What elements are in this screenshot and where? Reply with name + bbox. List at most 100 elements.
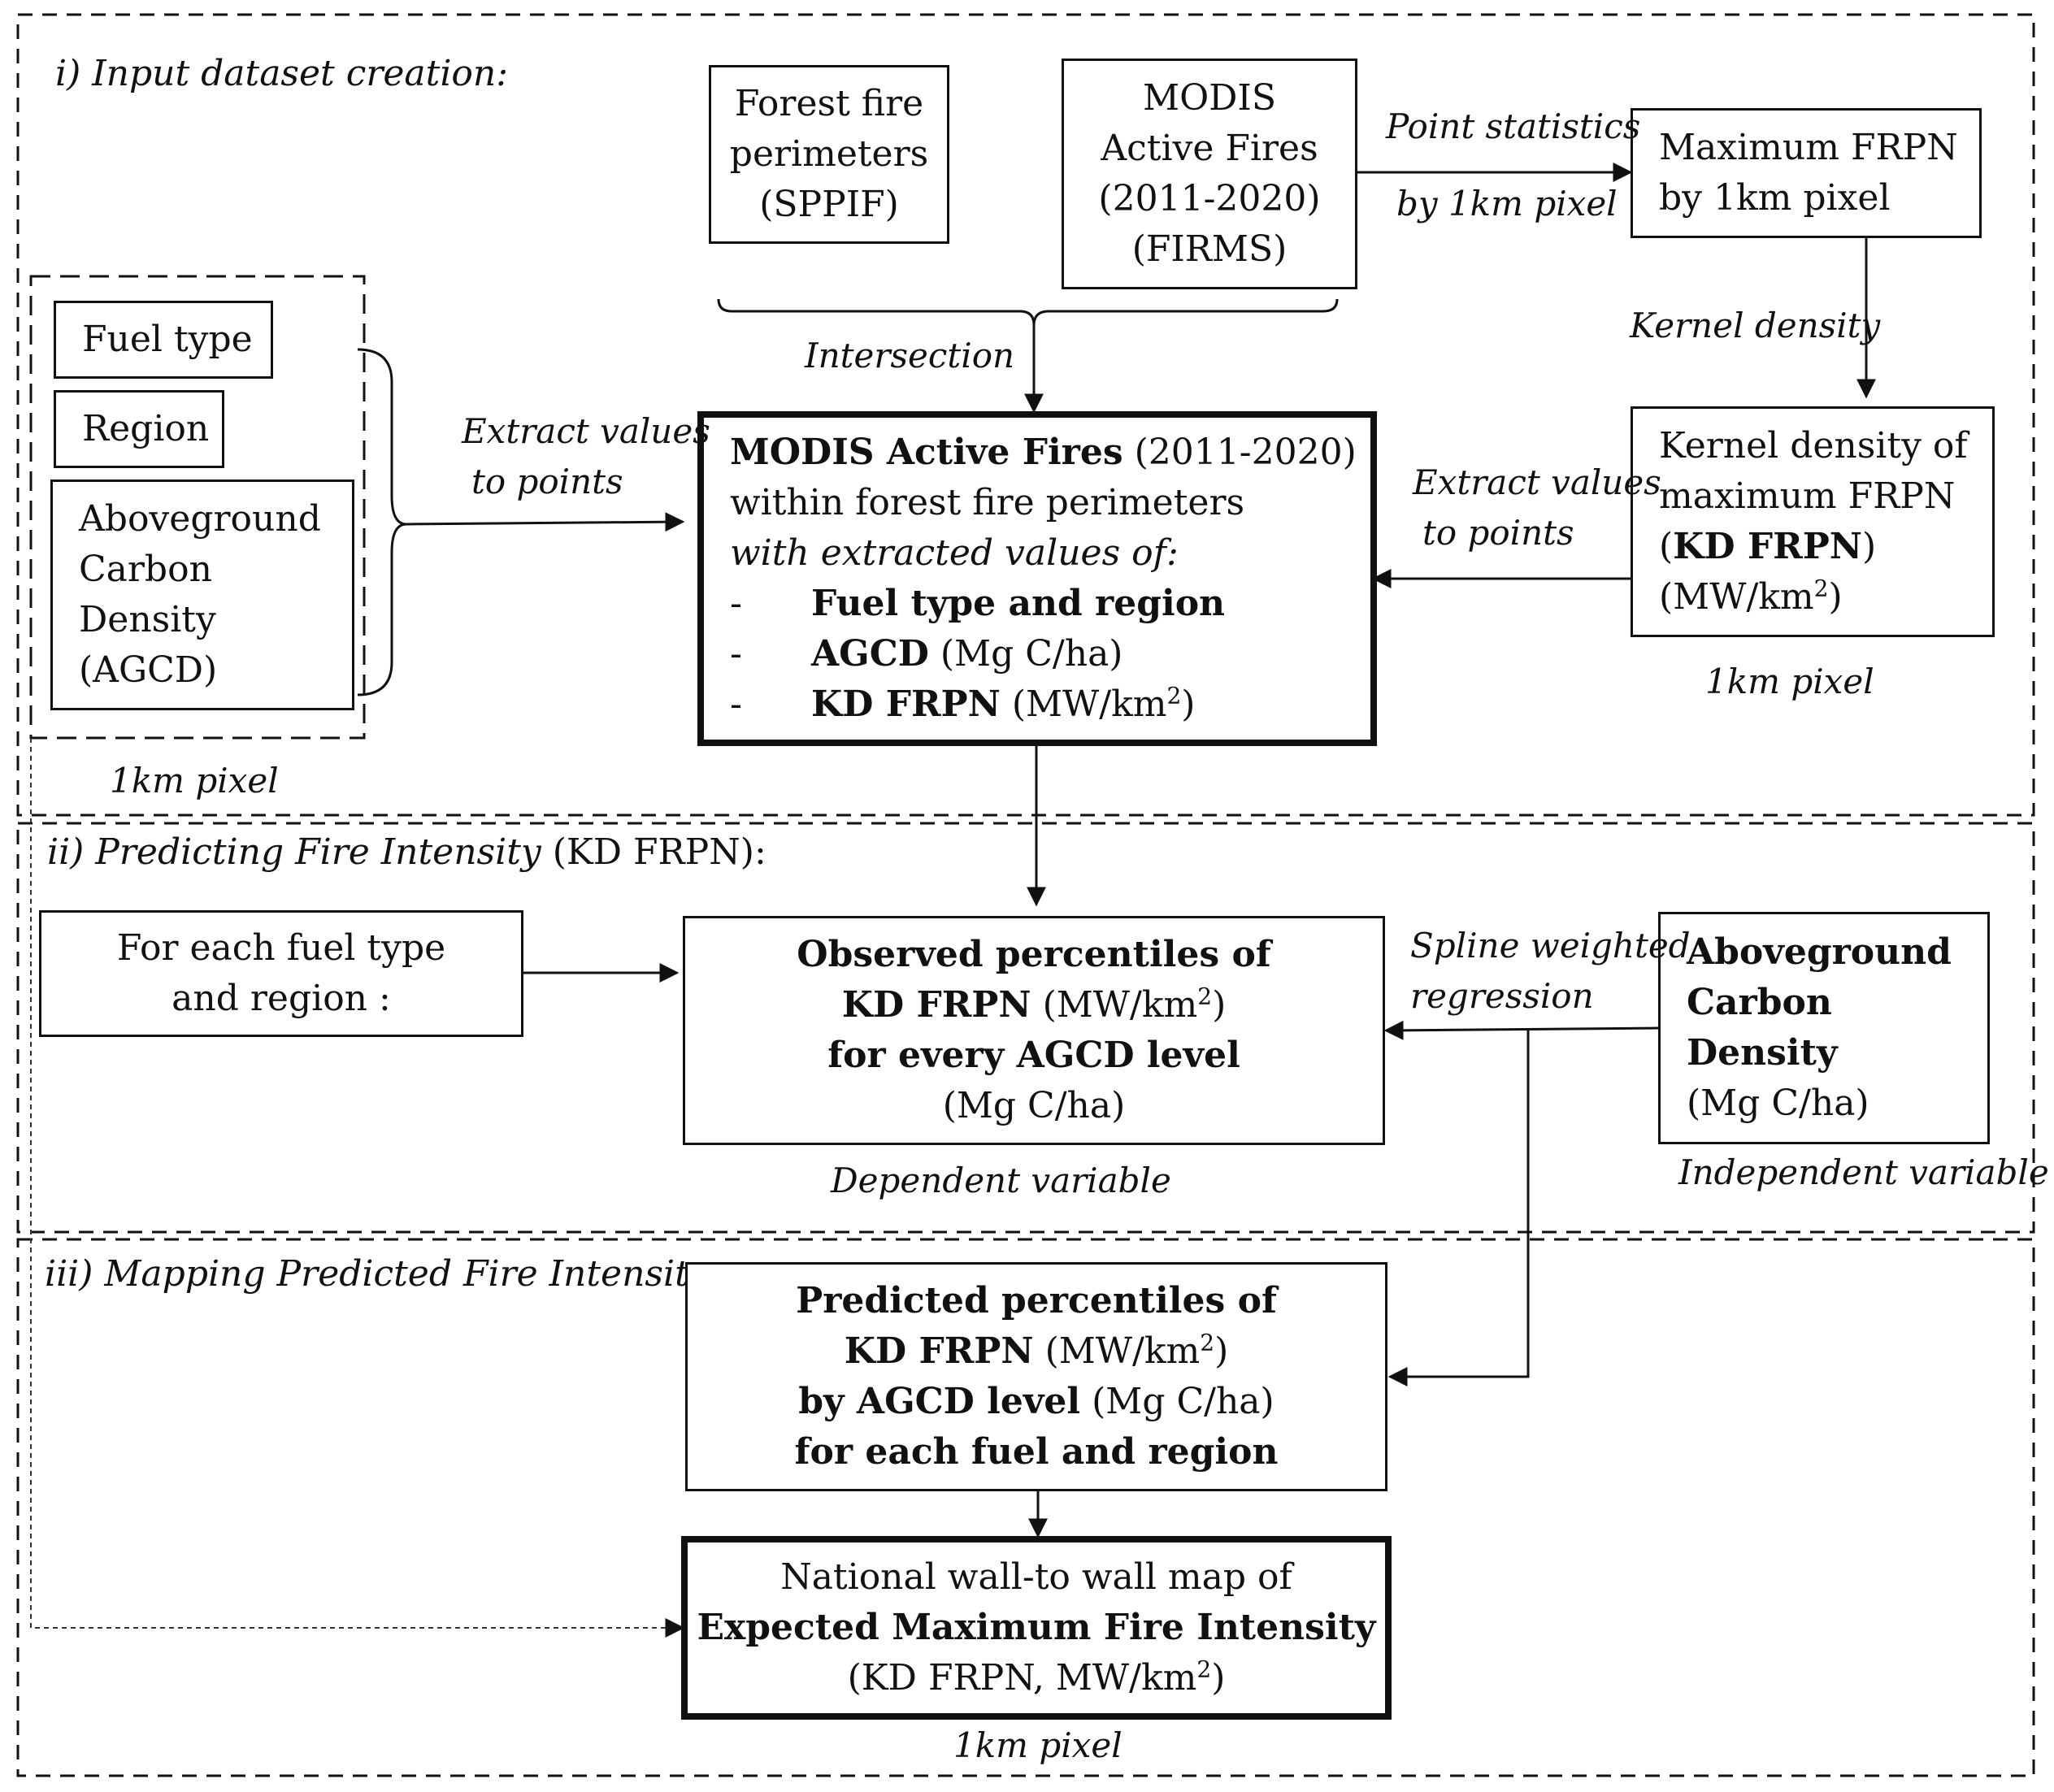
observed-unit-end: ) [1212, 984, 1227, 1026]
observed-percentiles-box: Observed percentiles of KD FRPN (MW/km2)… [683, 916, 1385, 1145]
section-frame-3 [16, 1238, 2035, 1777]
predicted-line-2: KD FRPN (MW/km2) [845, 1326, 1228, 1377]
section-title-predicting: ii) Predicting Fire Intensity (KD FRPN): [47, 827, 766, 878]
forest-fire-perimeters-box: Forest fire perimeters (SPPIF) [709, 65, 949, 244]
fuel-type-box: Fuel type [54, 301, 273, 379]
center-line-1-bold: MODIS Active Fires [730, 432, 1123, 473]
center-line-1: MODIS Active Fires (2011-2020) [730, 427, 1357, 478]
aboveground-carbon-density-independent-box: Aboveground Carbon Density (Mg C/ha) [1658, 912, 1990, 1144]
predicted-unit-end: ) [1214, 1330, 1229, 1372]
predicted-line-3: by AGCD level (Mg C/ha) [798, 1377, 1274, 1427]
region-label: Region [82, 408, 210, 449]
predicted-percentiles-box: Predicted percentiles of KD FRPN (MW/km2… [685, 1262, 1387, 1491]
bullet-2-rest: (Mg C/ha) [928, 633, 1123, 675]
label-extract-values-right: Extract values [1413, 462, 1661, 502]
arrow-spline-to-predicted [1387, 1031, 1530, 1386]
modis-line-4: (FIRMS) [1131, 228, 1288, 270]
label-spline-weighted: Spline weighted [1410, 926, 1691, 965]
predicted-bold: KD FRPN [844, 1330, 1034, 1372]
agcd-line-2: Carbon [79, 549, 212, 590]
kernel-density-frpn-box: Kernel density of maximum FRPN (KD FRPN)… [1631, 406, 1995, 637]
arrow-extract-left [406, 512, 685, 532]
observed-line-3: for every AGCD level [827, 1035, 1240, 1076]
national-sup: 2 [1196, 1655, 1212, 1683]
center-bullet-1: -Fuel type and region [730, 579, 1225, 629]
bullet-2-bold: AGCD [811, 633, 929, 675]
kd-line-4: (MW/km2) [1659, 572, 1843, 623]
label-dependent-variable: Dependent variable [831, 1161, 1171, 1200]
modis-line-1: MODIS [1143, 77, 1276, 119]
observed-bold: KD FRPN [841, 984, 1031, 1026]
agcd2-line-3: Density [1687, 1032, 1838, 1074]
bullet-dash-2: - [730, 633, 742, 675]
agcd-line-4: (AGCD) [79, 649, 218, 691]
arrow-dotted-to-national [30, 738, 685, 1638]
modis-within-perimeters-box: MODIS Active Fires (2011-2020) within fo… [697, 411, 1377, 746]
bullet-3-rest: (MW/km [1000, 683, 1167, 725]
observed-line-1: Observed percentiles of [797, 934, 1271, 975]
aboveground-carbon-density-box: Aboveground Carbon Density (AGCD) [50, 479, 354, 710]
kd-close-paren: ) [1862, 526, 1877, 567]
bullet-3-end: ) [1181, 683, 1196, 725]
label-to-points-left: to points [471, 462, 623, 501]
section-frame-2 [16, 822, 2035, 1234]
input-layers-group [29, 275, 366, 740]
forest-line-3: (SPPIF) [759, 184, 899, 225]
agcd-line-3: Density [79, 599, 216, 640]
label-kernel-density: Kernel density [1630, 306, 1881, 345]
agcd2-line-4: (Mg C/ha) [1687, 1083, 1869, 1124]
predicted-agcd-bold: by AGCD level [798, 1381, 1081, 1422]
region-box: Region [54, 390, 224, 468]
national-map-box: National wall-to wall map of Expected Ma… [681, 1536, 1392, 1720]
label-to-points-right: to points [1422, 513, 1574, 553]
label-1km-pixel-right: 1km pixel [1705, 662, 1874, 701]
intersection-brace [717, 298, 1339, 326]
bullet-1-text: Fuel type and region [811, 583, 1226, 624]
agcd2-line-2: Carbon [1687, 982, 1832, 1023]
foreach-line-2: and region : [172, 978, 391, 1019]
bullet-dash-3: - [730, 683, 742, 725]
section-title-predicting-italic: ii) Predicting Fire Intensity [47, 831, 541, 873]
observed-line-2: KD FRPN (MW/km2) [842, 980, 1226, 1031]
national-line-2: Expected Maximum Fire Intensity [697, 1607, 1376, 1648]
observed-sup: 2 [1197, 983, 1213, 1010]
national-unit-end: ) [1211, 1657, 1226, 1699]
label-by-1km-pixel: by 1km pixel [1396, 184, 1618, 223]
predicted-sup: 2 [1200, 1329, 1215, 1356]
predicted-line-4: for each fuel and region [794, 1431, 1279, 1473]
maxfrpn-line-1: Maximum FRPN [1659, 127, 1958, 168]
label-1km-pixel-left: 1km pixel [110, 761, 279, 801]
forest-line-2: perimeters [729, 133, 929, 175]
kd-line-2: maximum FRPN [1659, 475, 1956, 517]
kd-unit-end: ) [1828, 576, 1843, 618]
kd-bold: KD FRPN [1673, 526, 1862, 567]
kd-line-1: Kernel density of [1659, 425, 1968, 466]
fuel-type-label: Fuel type [82, 319, 253, 360]
kd-open-paren: ( [1659, 526, 1674, 567]
for-each-fuel-region-box: For each fuel type and region : [39, 910, 523, 1037]
arrow-agcd-to-observed [1383, 1020, 1659, 1040]
bullet-3-sup: 2 [1166, 682, 1182, 709]
center-line-3: with extracted values of: [730, 532, 1179, 574]
section-frame-1 [16, 13, 2035, 817]
national-line-1: National wall-to wall map of [780, 1556, 1292, 1598]
agcd2-line-1: Aboveground [1687, 931, 1952, 973]
observed-line-4: (Mg C/ha) [942, 1085, 1126, 1126]
forest-line-1: Forest fire [734, 83, 924, 124]
center-line-2: within forest fire perimeters [730, 482, 1245, 523]
bullet-3-bold: KD FRPN [811, 683, 1001, 725]
maxfrpn-line-2: by 1km pixel [1659, 177, 1891, 219]
modis-active-fires-box: MODIS Active Fires (2011-2020) (FIRMS) [1062, 59, 1357, 289]
label-regression: regression [1410, 976, 1594, 1016]
national-unit: (KD FRPN, MW/km [847, 1657, 1197, 1699]
predicted-line-1: Predicted percentiles of [796, 1280, 1277, 1321]
label-1km-pixel-bottom: 1km pixel [953, 1725, 1123, 1765]
label-intersection: Intersection [805, 336, 1015, 375]
modis-line-3: (2011-2020) [1098, 178, 1321, 219]
center-line-1-rest: (2011-2020) [1123, 432, 1357, 473]
section-title-predicting-plain: (KD FRPN): [541, 831, 766, 873]
kd-unit: (MW/km [1659, 576, 1814, 618]
label-point-statistics: Point statistics [1386, 106, 1641, 146]
predicted-agcd-unit: (Mg C/ha) [1080, 1381, 1275, 1422]
